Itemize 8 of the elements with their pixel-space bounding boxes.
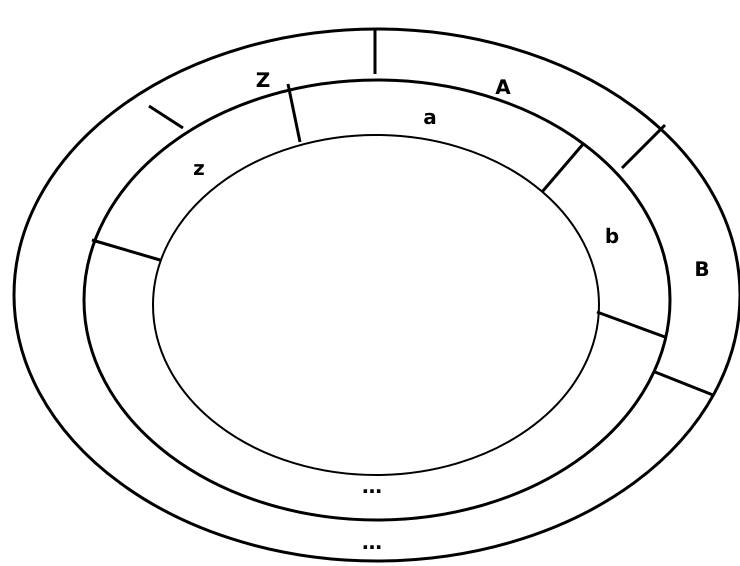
segment-label: A xyxy=(495,77,511,97)
segment-label: a xyxy=(423,107,437,127)
segment-label: b xyxy=(604,226,620,246)
segment-label: B xyxy=(694,259,710,279)
segment-label: Z xyxy=(256,70,270,90)
segment-label: … xyxy=(362,476,382,496)
segment-label: … xyxy=(362,532,382,552)
segment-label: z xyxy=(193,158,205,178)
